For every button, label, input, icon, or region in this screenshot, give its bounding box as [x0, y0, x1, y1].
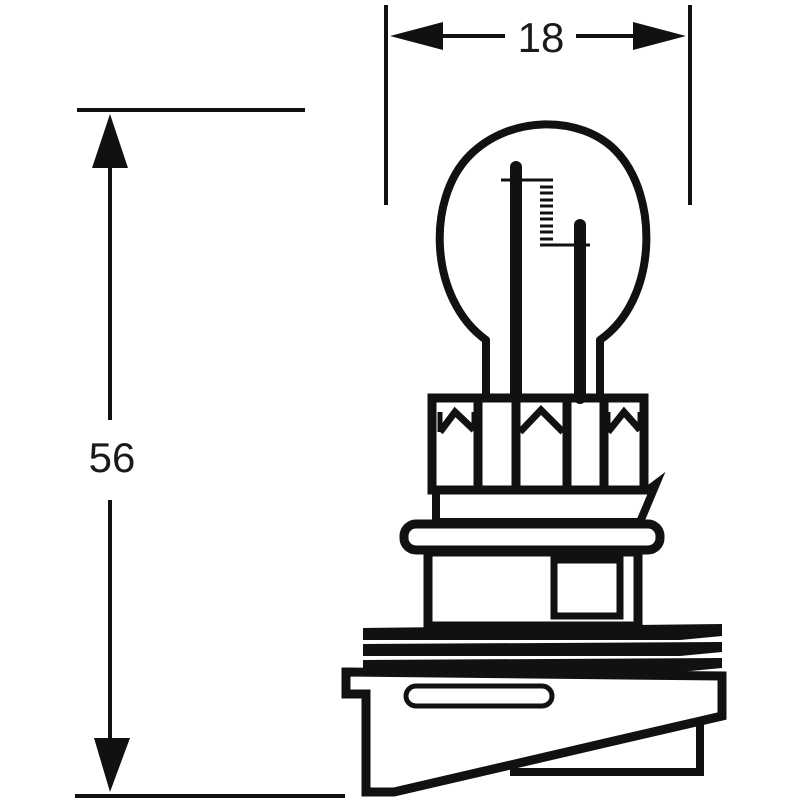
width-dimension	[384, 5, 692, 205]
width-label: 18	[518, 14, 565, 61]
base-body	[423, 547, 643, 631]
height-dimension	[75, 108, 345, 798]
connector-housing	[341, 667, 727, 797]
arrowhead-up-icon	[92, 114, 128, 168]
connector-slot	[403, 683, 555, 709]
glass-bulb	[435, 120, 651, 395]
filament-coil	[501, 178, 590, 247]
arrowhead-down-icon	[94, 738, 130, 792]
flange-ring	[399, 519, 665, 555]
locating-tab	[550, 556, 624, 620]
arrowhead-right-icon	[633, 22, 686, 50]
arrowhead-left-icon	[390, 22, 443, 50]
sealing-ribs	[363, 624, 722, 672]
connector-lower-step	[510, 718, 704, 776]
height-label: 56	[89, 434, 136, 481]
castellated-collar	[427, 393, 649, 495]
